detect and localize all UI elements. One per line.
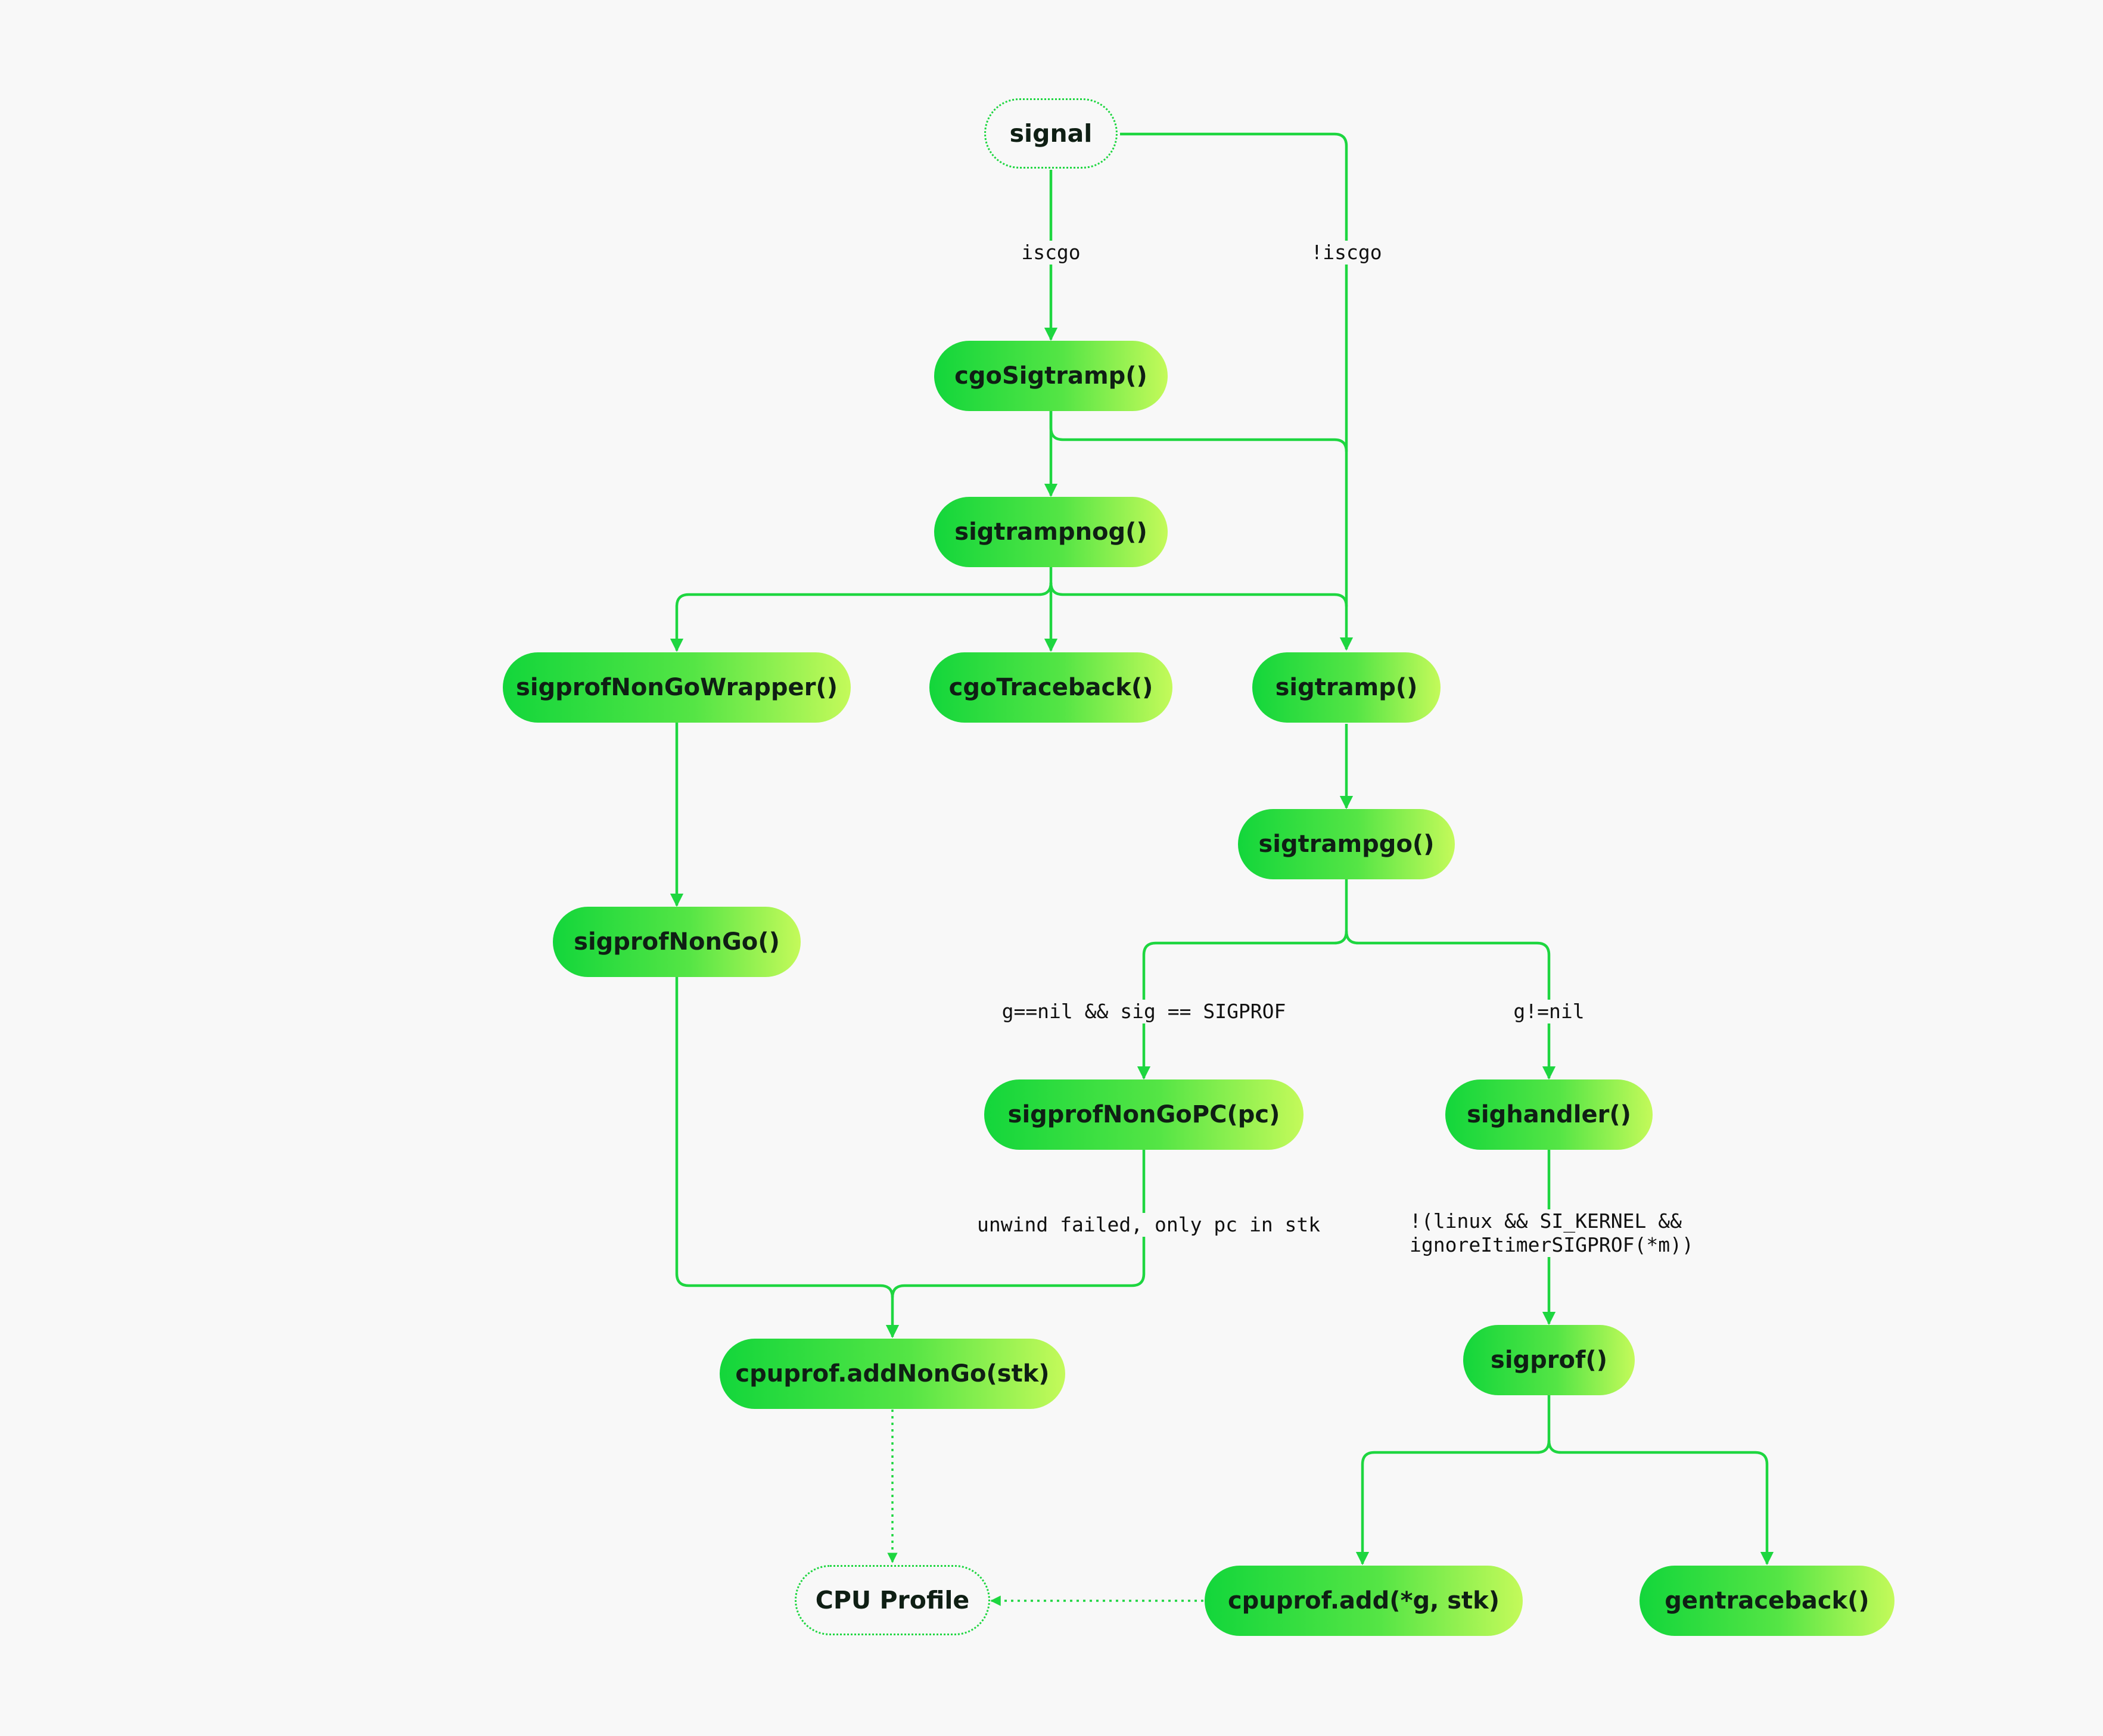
edge-label-g-nil-sigprof: g==nil && sig == SIGPROF [1001,1000,1287,1023]
edge-sigprof-to-cpuprofadd [1355,1394,1551,1566]
node-cgotraceback: cgoTraceback() [929,652,1172,723]
node-cgosigtramp: cgoSigtramp() [934,341,1168,411]
node-gentraceback: gentraceback() [1640,1566,1894,1636]
node-sigprofnongowrapper: sigprofNonGoWrapper() [503,652,851,723]
node-cpuprof-add: cpuprof.add(*g, stk) [1205,1566,1523,1636]
edge-sigtrampgo-to-sighandler [1345,931,1556,1080]
edge-sigtrampnog-to-wrapper [670,593,1039,652]
node-cpuprof-addnongo: cpuprof.addNonGo(stk) [720,1339,1065,1409]
edge-signal-to-sigtramp [1120,132,1354,651]
node-signal: signal [984,98,1118,169]
node-sigprofnongo: sigprofNonGo() [553,907,801,977]
edge-label-g-not-nil: g!=nil [1507,1000,1591,1023]
edge-label-ignore-line2: ignoreItimerSIGPROF(*m)) [1410,1233,1694,1256]
edge-label-iscgo: iscgo [1013,241,1089,265]
edge-sigprof-to-gentraceback [1547,1440,1774,1566]
edge-label-ignore-itimer: !(linux && SI_KERNEL && ignoreItimerSIGP… [1410,1209,1694,1257]
edge-cgosigtramp-to-sigtramp [1049,411,1348,452]
node-sigprof: sigprof() [1463,1325,1635,1395]
edge-label-ignore-line1: !(linux && SI_KERNEL && [1410,1209,1682,1233]
node-cpu-profile: CPU Profile [795,1565,990,1635]
node-sigprofnongopc: sigprofNonGoPC(pc) [984,1079,1304,1150]
node-sigtramp: sigtramp() [1252,652,1441,723]
edge-label-not-iscgo: !iscgo [1302,241,1390,265]
edge-sigprofnongo-to-addnongo [675,977,900,1339]
edge-sigprofnongopc-to-addnongo [891,1150,1146,1298]
edge-sigtrampnog-to-sigtramp [1049,582,1348,607]
node-sighandler: sighandler() [1445,1079,1653,1150]
node-sigtrampnog: sigtrampnog() [934,497,1168,567]
edge-sigtrampgo-to-sigprofnongopc [1137,879,1348,1080]
edge-sigtrampnog-trunk [1038,566,1053,596]
edge-label-unwind-failed: unwind failed, only pc in stk [977,1213,1321,1237]
node-sigtrampgo: sigtrampgo() [1238,809,1455,879]
